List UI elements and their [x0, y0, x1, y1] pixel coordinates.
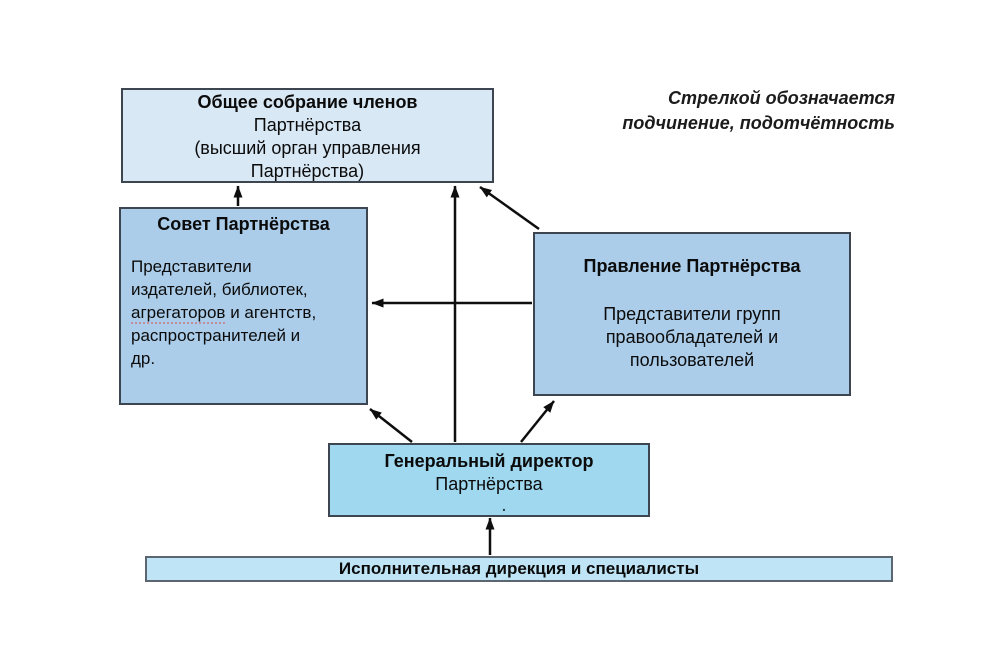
board-body-line1: Представители групп	[603, 304, 781, 324]
board-body: Представители групп правообладателей и п…	[535, 303, 849, 372]
council-body-line5: др.	[131, 349, 156, 368]
assembly-line3: (высший орган управления	[194, 138, 421, 158]
directorate-title: Исполнительная дирекция и специалисты	[338, 559, 700, 578]
spellcheck-underlined-word: агрегаторов	[131, 303, 226, 324]
legend-note: Стрелкой обозначается подчинение, подотч…	[575, 86, 895, 136]
director-subtitle: Партнёрства	[435, 474, 543, 494]
box-general-director: Генеральный директор Партнёрства .	[328, 443, 650, 517]
council-body-line3-rest: и агентств,	[225, 303, 317, 322]
assembly-title: Общее собрание членов	[197, 92, 418, 112]
council-body-line4: распространителей и	[131, 326, 301, 345]
council-body: Представители издателей, библиотек, агре…	[121, 236, 366, 370]
council-body-line2: издателей, библиотек,	[131, 280, 308, 299]
assembly-line4: Партнёрства)	[250, 161, 365, 181]
director-title: Генеральный директор	[384, 451, 594, 471]
stray-dot: .	[502, 498, 506, 514]
board-body-line2: правообладателей и	[605, 327, 779, 347]
legend-note-line2: подчинение, подотчётность	[622, 113, 895, 133]
council-body-line3: агрегаторов и агентств,	[131, 301, 362, 324]
box-partnership-board: Правление Партнёрства Представители груп…	[533, 232, 851, 396]
box-executive-directorate: Исполнительная дирекция и специалисты	[145, 556, 893, 582]
board-body-line3: пользователей	[629, 350, 755, 370]
box-partnership-council: Совет Партнёрства Представители издателе…	[119, 207, 368, 405]
arrow-director-to-board	[520, 400, 555, 443]
board-title: Правление Партнёрства	[583, 256, 801, 276]
council-title: Совет Партнёрства	[157, 214, 330, 234]
box-general-assembly: Общее собрание членов Партнёрства (высши…	[121, 88, 494, 183]
council-body-line1: Представители	[131, 257, 252, 276]
legend-note-line1: Стрелкой обозначается	[668, 88, 895, 108]
arrow-board-to-assembly	[479, 185, 540, 231]
arrow-director-to-council	[369, 408, 413, 443]
assembly-line2: Партнёрства	[253, 115, 362, 135]
